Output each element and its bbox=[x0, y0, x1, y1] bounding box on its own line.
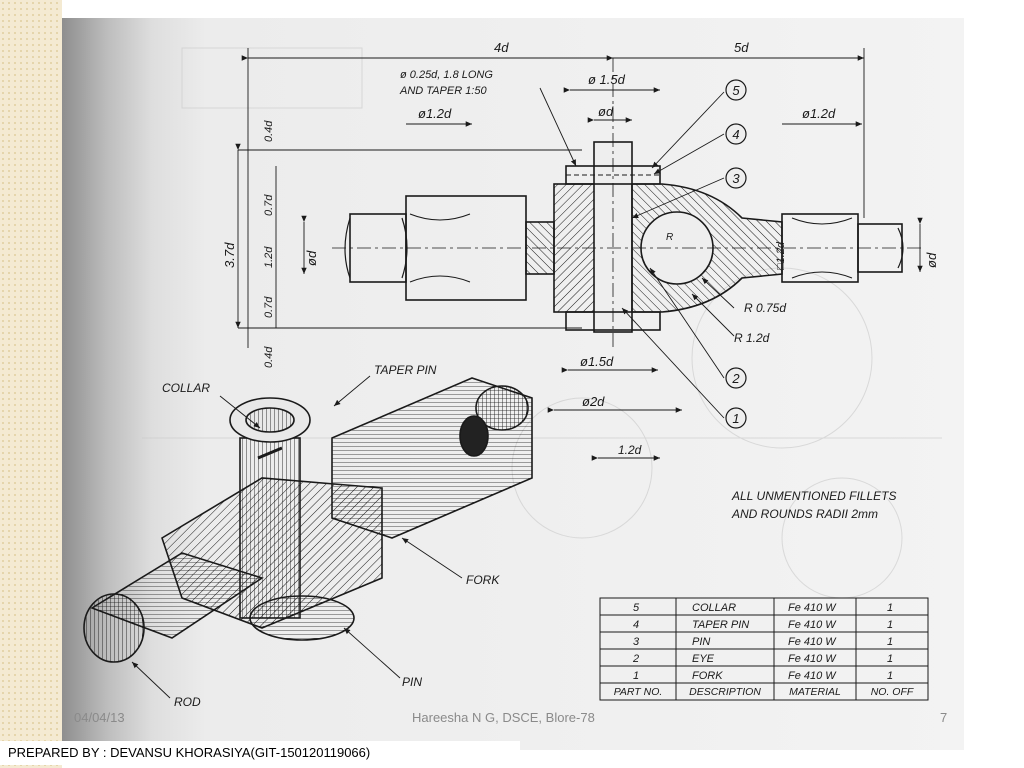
row-5-no: 5 bbox=[633, 602, 640, 614]
sectional-front-view bbox=[332, 58, 922, 348]
dim-r-0-75d: R 0.75d bbox=[744, 301, 786, 315]
balloon-3 bbox=[725, 167, 747, 189]
dim-1-2d-bottom: 1.2d bbox=[618, 443, 642, 457]
iso-labels: COLLAR TAPER PIN FORK PIN ROD bbox=[162, 363, 500, 709]
note-line-1: ALL UNMENTIONED FILLETS bbox=[731, 489, 896, 503]
row-5-desc: COLLAR bbox=[692, 602, 736, 614]
row-2-mat: Fe 410 W bbox=[788, 653, 837, 665]
left-decorative-stripe bbox=[0, 0, 62, 768]
dim-3-7d: 3.7d bbox=[222, 242, 237, 268]
balloon-5-text: 5 bbox=[732, 83, 740, 98]
dimension-lines bbox=[235, 48, 923, 461]
balloon-1-text: 1 bbox=[732, 411, 739, 426]
parts-list-table bbox=[599, 597, 929, 701]
iso-rod-end-face bbox=[83, 593, 145, 663]
row-4-no: 4 bbox=[633, 619, 639, 631]
row-3-desc: PIN bbox=[692, 636, 710, 648]
header-part-no: PART NO. bbox=[614, 686, 663, 698]
row-1-qty: 1 bbox=[887, 670, 893, 682]
label-collar: COLLAR bbox=[162, 381, 210, 395]
engineering-drawing: 4d 5d ø 0.25d, 1.8 LONG AND TAPER 1:50 ø… bbox=[83, 40, 942, 709]
header-description: DESCRIPTION bbox=[689, 686, 761, 698]
part-balloons bbox=[725, 79, 747, 429]
row-4-qty: 1 bbox=[887, 619, 893, 631]
row-4-desc: TAPER PIN bbox=[692, 619, 749, 631]
dim-dia-1-5d-bottom: ø1.5d bbox=[580, 354, 614, 369]
dim-0-7d-lower: 0.7d bbox=[263, 296, 275, 318]
dim-r-1-2d: R 1.2d bbox=[734, 331, 770, 345]
iso-pin-shaft bbox=[239, 437, 301, 619]
dim-dia-2d-bottom: ø2d bbox=[582, 394, 605, 409]
iso-pin-head bbox=[249, 595, 355, 641]
label-fork: FORK bbox=[466, 573, 500, 587]
dim-1-2d-vertical: 1.2d bbox=[263, 246, 275, 268]
dim-dia-1-2d-left: ø1.2d bbox=[418, 106, 452, 121]
dim-0-7d-upper: 0.7d bbox=[263, 194, 275, 216]
taper-spec-line1: ø 0.25d, 1.8 LONG bbox=[400, 69, 493, 81]
row-3-no: 3 bbox=[633, 636, 640, 648]
balloon-5 bbox=[725, 79, 747, 101]
isometric-view bbox=[83, 377, 533, 663]
header-no-off: NO. OFF bbox=[871, 686, 914, 698]
prepared-by-credit: PREPARED BY : DEVANSU KHORASIYA(GIT-1501… bbox=[0, 741, 520, 765]
row-2-qty: 1 bbox=[887, 653, 893, 665]
footer-date: 04/04/13 bbox=[74, 710, 125, 725]
dimension-labels: 4d 5d ø 0.25d, 1.8 LONG AND TAPER 1:50 ø… bbox=[222, 40, 939, 457]
row-4-mat: Fe 410 W bbox=[788, 619, 837, 631]
fillet-note: ALL UNMENTIONED FILLETS AND ROUNDS RADII… bbox=[731, 489, 896, 521]
row-3-qty: 1 bbox=[887, 636, 893, 648]
dim-dia-d-top: ød bbox=[598, 104, 614, 119]
dim-dia-1-2d-right: ø1.2d bbox=[802, 106, 836, 121]
label-taper-pin: TAPER PIN bbox=[374, 363, 437, 377]
parts-table-text: 5 COLLAR Fe 410 W 1 4 TAPER PIN Fe 410 W… bbox=[614, 602, 914, 698]
label-pin: PIN bbox=[402, 675, 422, 689]
balloon-4 bbox=[725, 123, 747, 145]
balloon-2 bbox=[725, 367, 747, 389]
balloon-4-text: 4 bbox=[732, 127, 739, 142]
dim-square-1-2d-right: □1.2d bbox=[775, 241, 787, 270]
balloon-3-text: 3 bbox=[732, 171, 740, 186]
dim-0-4d-top: 0.4d bbox=[263, 120, 275, 142]
dim-5d: 5d bbox=[734, 40, 749, 55]
footer-author: Hareesha N G, DSCE, Blore-78 bbox=[412, 710, 595, 725]
balloon-numbers: 5 4 3 2 1 bbox=[731, 83, 740, 426]
dim-dia-1-5d-top: ø 1.5d bbox=[588, 72, 626, 87]
row-1-mat: Fe 410 W bbox=[788, 670, 837, 682]
dim-dia-d-right: ød bbox=[924, 252, 939, 268]
dim-0-4d-bottom: 0.4d bbox=[263, 346, 275, 368]
slide: 4d 5d ø 0.25d, 1.8 LONG AND TAPER 1:50 ø… bbox=[62, 18, 964, 750]
row-5-mat: Fe 410 W bbox=[788, 602, 837, 614]
row-3-mat: Fe 410 W bbox=[788, 636, 837, 648]
dim-r-small: R bbox=[666, 232, 673, 243]
balloon-1 bbox=[725, 407, 747, 429]
label-rod: ROD bbox=[174, 695, 201, 709]
iso-right-rod-end bbox=[475, 385, 529, 431]
iso-leaders bbox=[131, 375, 463, 699]
row-5-qty: 1 bbox=[887, 602, 893, 614]
balloon-2-text: 2 bbox=[731, 371, 740, 386]
header-material: MATERIAL bbox=[789, 686, 841, 698]
dim-4d: 4d bbox=[494, 40, 509, 55]
footer-page-number: 7 bbox=[940, 710, 948, 725]
taper-spec-line2: AND TAPER 1:50 bbox=[399, 85, 487, 97]
dim-dia-d-left: ød bbox=[304, 250, 319, 266]
row-1-no: 1 bbox=[633, 670, 639, 682]
row-2-no: 2 bbox=[632, 653, 639, 665]
row-2-desc: EYE bbox=[692, 653, 715, 665]
note-line-2: AND ROUNDS RADII 2mm bbox=[731, 507, 878, 521]
row-1-desc: FORK bbox=[692, 670, 723, 682]
